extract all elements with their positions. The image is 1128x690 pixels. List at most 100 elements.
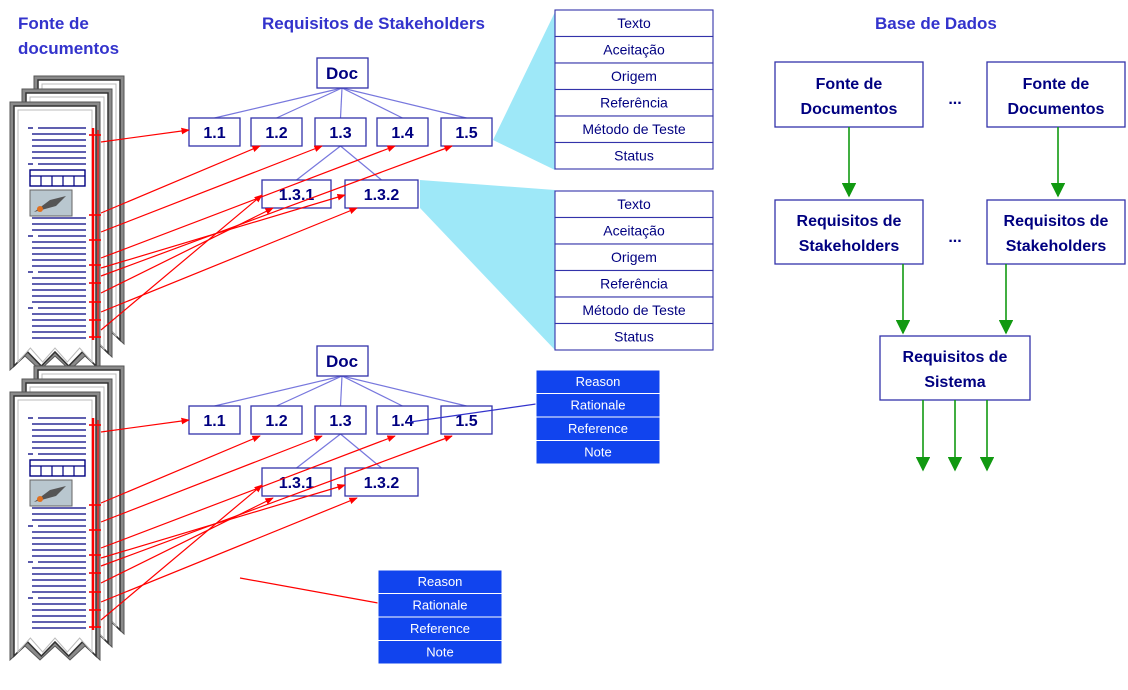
annotation-label: Reference [568, 421, 628, 436]
annotation-label: Reason [418, 574, 463, 589]
db-stakeholder-box-left-line2: Stakeholders [799, 238, 900, 255]
tree-node-label: 1.2 [265, 125, 287, 142]
trace-link-arrow [100, 145, 261, 214]
db-system-box-line1: Requisitos de [903, 349, 1008, 366]
attribute-row [554, 62, 714, 91]
db-stakeholder-box-left [774, 199, 924, 265]
document-photo-icon [29, 189, 73, 217]
trace-links-top [100, 127, 453, 331]
document-table-icon [29, 169, 86, 187]
attribute-label: Método de Teste [582, 121, 685, 137]
tree-node-label: 1.3.2 [364, 187, 400, 204]
db-ellipsis-top: ... [948, 91, 961, 108]
tree-node [314, 405, 367, 435]
annotation-label: Reference [410, 621, 470, 636]
trace-link-arrow [100, 194, 263, 331]
tree-node [188, 405, 241, 435]
db-stakeholder-box-right [986, 199, 1126, 265]
attribute-row [554, 243, 714, 272]
trace-link-arrow [100, 417, 190, 433]
trace-link-arrow [100, 435, 396, 549]
tree-node-label: 1.3 [329, 413, 351, 430]
heading-stakeholder-requirements: Requisitos de Stakeholders [262, 14, 485, 33]
trace-link-arrow [100, 207, 358, 313]
trace-link-arrow [100, 435, 453, 567]
attribute-label: Referência [600, 276, 668, 292]
document-stack-icon [9, 365, 125, 662]
db-system-box [879, 335, 1031, 401]
tree-node [440, 405, 493, 435]
annotation-row [377, 640, 503, 665]
document-stack-icon [9, 75, 125, 372]
trace-link-arrow [100, 435, 261, 504]
annotation-connector-doc [409, 403, 537, 423]
document-table-icon [29, 459, 86, 477]
annotation-label: Note [584, 445, 611, 460]
attribute-row [554, 322, 714, 351]
attribute-row [554, 269, 714, 298]
db-source-box-right-line2: Documentos [1008, 101, 1105, 118]
tree-node [344, 179, 419, 209]
tree-node [376, 117, 429, 147]
db-stakeholder-box-right-line1: Requisitos de [1004, 213, 1109, 230]
attribute-row [554, 141, 714, 170]
attribute-row [554, 115, 714, 144]
trace-link-arrow [100, 207, 274, 294]
attribute-row [554, 216, 714, 245]
tree-node-label: Doc [326, 352, 358, 371]
attribute-label: Status [614, 329, 654, 345]
trace-link-arrow [100, 435, 323, 523]
attribute-row [554, 88, 714, 117]
trace-links-bottom [100, 417, 453, 621]
attribute-row [554, 35, 714, 64]
trace-link-arrow [100, 145, 323, 233]
attribute-callout-1-3-2 [420, 180, 555, 350]
tree-node-label: 1.1 [203, 413, 225, 430]
db-source-box-left-line1: Fonte de [816, 76, 883, 93]
database-flow: Fonte de Documentos ... Fonte de Documen… [774, 61, 1126, 472]
db-system-box-line2: Sistema [924, 374, 985, 391]
annotation-row [535, 440, 661, 465]
trace-link-arrow [100, 483, 346, 559]
db-source-box-right [986, 61, 1126, 128]
tree-node [314, 117, 367, 147]
attribute-label: Texto [617, 15, 651, 31]
tree-node-label: 1.5 [455, 125, 477, 142]
tree-node [376, 405, 429, 435]
annotation-label: Rationale [571, 398, 626, 413]
attribute-label: Aceitação [603, 42, 665, 58]
tree-node [250, 117, 303, 147]
tree-node [440, 117, 493, 147]
attribute-label: Referência [600, 95, 668, 111]
attribute-label: Método de Teste [582, 302, 685, 318]
tree-node [344, 467, 419, 497]
tree-node-label: 1.4 [391, 125, 413, 142]
attribute-callout-1-5 [493, 12, 555, 170]
annotation-label: Rationale [413, 598, 468, 613]
tree-node-root [316, 345, 369, 377]
attribute-label: Origem [611, 68, 657, 84]
trace-link-arrow [100, 127, 190, 143]
attribute-label: Origem [611, 249, 657, 265]
heading-doc-source-line1: Fonte de [18, 14, 89, 33]
trace-link-arrow [100, 145, 453, 277]
attribute-label: Aceitação [603, 223, 665, 239]
document-photo-icon [29, 479, 73, 507]
tree-node-label: 1.4 [391, 413, 413, 430]
tree-node-root [316, 57, 369, 89]
db-stakeholder-box-right-line2: Stakeholders [1006, 238, 1107, 255]
trace-link-arrow [100, 484, 263, 621]
tree-node-label: 1.3.1 [279, 475, 315, 492]
heading-database: Base de Dados [875, 14, 997, 33]
annotation-label: Note [426, 645, 453, 660]
trace-link-arrow [100, 497, 274, 584]
tree-node-label: Doc [326, 64, 358, 83]
annotation-label: Reason [576, 374, 621, 389]
tree-node-label: 1.1 [203, 125, 225, 142]
annotation-connector-trace [239, 577, 379, 604]
